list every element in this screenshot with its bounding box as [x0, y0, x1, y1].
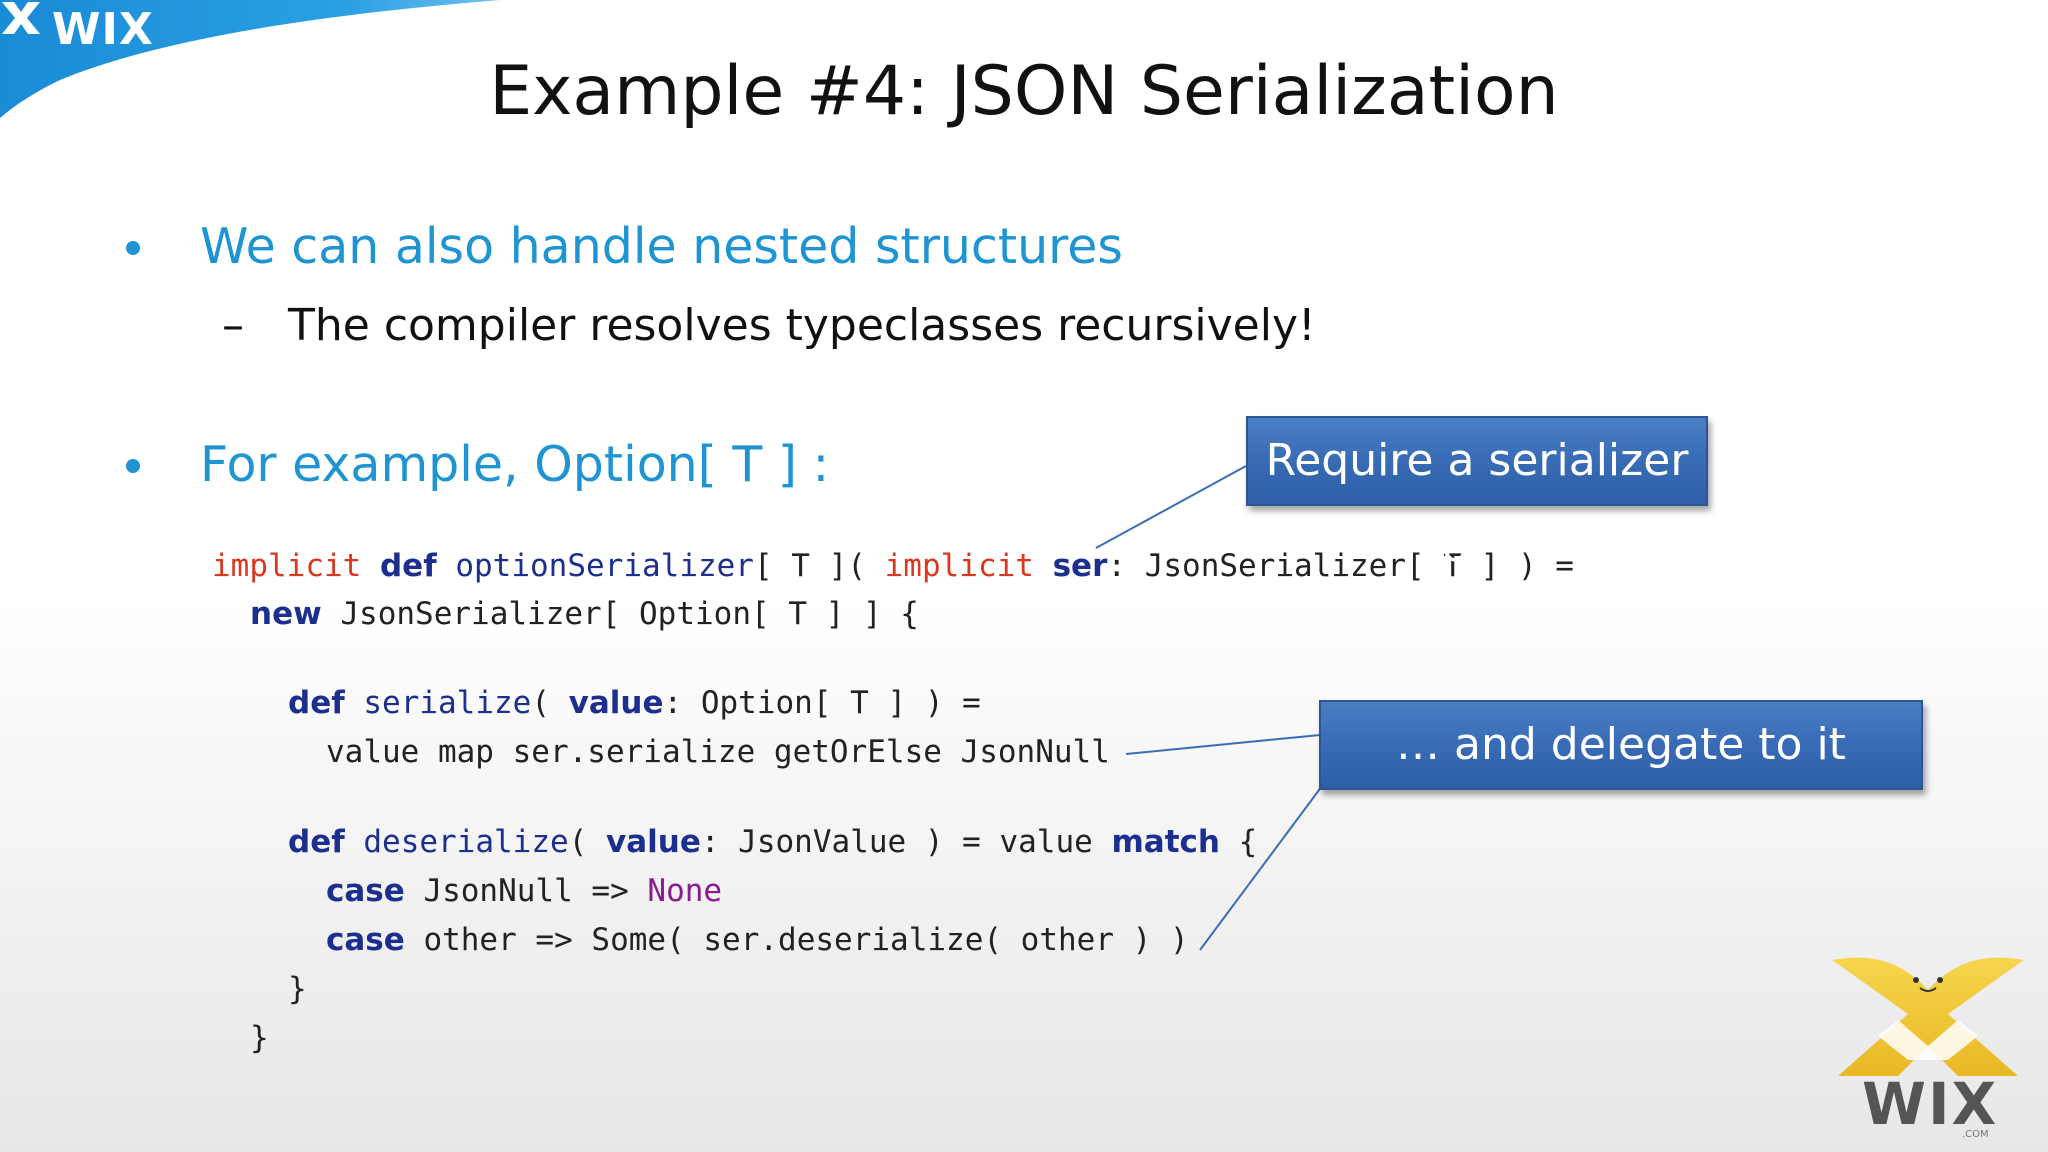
code-text: : Option[ T ] ) =: [663, 685, 981, 721]
wix-mascot-icon: [1832, 957, 2024, 1076]
bullet-dot: [126, 459, 140, 473]
code-keyword: new: [250, 596, 322, 632]
code-line-4: value map ser.serialize getOrElse JsonNu…: [326, 732, 1110, 772]
connector-require: [1095, 465, 1247, 549]
code-line-1: implicit def optionSerializer[ T ]( impl…: [212, 546, 1574, 586]
code-line-8: }: [288, 969, 307, 1009]
code-keyword: implicit: [884, 548, 1034, 584]
code-param-value: value: [606, 824, 701, 860]
sub-bullet-dash: –: [222, 300, 244, 351]
code-param-value: value: [568, 685, 664, 721]
sub-bullet-1-text: The compiler resolves typeclasses recurs…: [288, 300, 1316, 351]
bottom-logo-sub: .COM: [1962, 1129, 1989, 1140]
code-line-7: case other => Some( ser.deserialize( oth…: [326, 920, 1189, 960]
code-text: [ T ](: [753, 548, 885, 584]
bullet-dot: [126, 241, 140, 255]
code-keyword: case: [326, 873, 405, 909]
code-text: }: [288, 971, 307, 1007]
brand-logo-text: WIX: [52, 4, 154, 55]
connector-delegate-serialize: [1125, 734, 1321, 755]
code-keyword: def: [288, 685, 345, 721]
code-keyword: def: [288, 824, 345, 860]
code-identifier: deserialize: [344, 824, 569, 860]
code-text: (: [531, 685, 569, 721]
code-identifier: serialize: [344, 685, 532, 721]
code-text: }: [250, 1020, 269, 1056]
code-line-2: new JsonSerializer[ Option[ T ] ] {: [250, 594, 919, 634]
code-identifier: optionSerializer: [436, 548, 754, 584]
code-text: JsonSerializer[ Option[ T ] ] {: [321, 596, 919, 632]
code-line-6: case JsonNull => None: [326, 871, 722, 911]
code-keyword: match: [1111, 824, 1220, 860]
code-keyword: case: [326, 922, 405, 958]
connector-delegate-deserialize: [1199, 785, 1323, 951]
callout-delegate: … and delegate to it: [1319, 700, 1923, 790]
brand-corner: WIX: [0, 0, 520, 140]
bullet-1-text: We can also handle nested structures: [200, 218, 1123, 275]
slide-title: Example #4: JSON Serialization: [489, 52, 1559, 131]
code-keyword: implicit: [212, 548, 362, 584]
bottom-logo-text: WIX: [1862, 1070, 1999, 1138]
wix-x-icon: [2, 2, 40, 34]
code-line-5: def deserialize( value: JsonValue ) = va…: [288, 822, 1257, 862]
callout-require-serializer: Require a serializer for T: [1246, 416, 1708, 572]
brand-swoosh: [0, 0, 500, 118]
code-text: : JsonSerializer[ T ] ) =: [1107, 548, 1574, 584]
code-line-9: }: [250, 1018, 269, 1058]
code-text: : JsonValue ) = value: [700, 824, 1112, 860]
code-literal: None: [647, 873, 723, 909]
code-text: (: [568, 824, 606, 860]
bullet-2-text: For example, Option[ T ] :: [200, 436, 830, 493]
code-text: value map ser.serialize getOrElse JsonNu…: [326, 734, 1110, 770]
code-text: {: [1219, 824, 1258, 860]
code-text: JsonNull =>: [404, 873, 648, 909]
code-keyword: def: [379, 548, 437, 584]
code-param-ser: ser: [1052, 548, 1108, 584]
code-text: other => Some( ser.deserialize( other ) …: [404, 922, 1189, 958]
code-line-3: def serialize( value: Option[ T ] ) =: [288, 683, 981, 723]
